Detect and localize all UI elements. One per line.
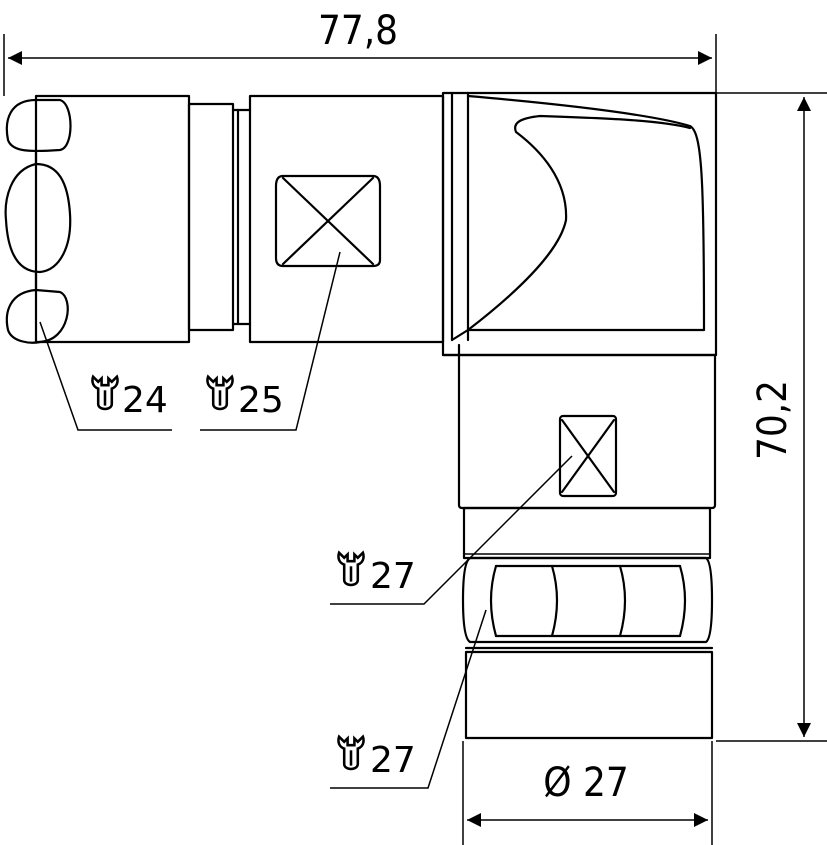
left-coupling-nut xyxy=(4,94,191,344)
lower-neck xyxy=(462,506,712,560)
leader-lines xyxy=(39,251,573,789)
callout-body-bottom: 27 xyxy=(337,551,416,597)
callout-nut-left: 24 xyxy=(91,375,168,421)
width-dimension: 77,8 xyxy=(3,8,717,96)
height-label: 70,2 xyxy=(750,380,796,460)
diameter-dimension: Ø 27 xyxy=(462,741,713,845)
height-dimension: 70,2 xyxy=(716,92,827,742)
threaded-neck xyxy=(187,102,252,332)
wrench-icon xyxy=(337,551,365,587)
wrench-size-24: 24 xyxy=(122,380,168,421)
width-label: 77,8 xyxy=(318,8,398,54)
wrench-icon xyxy=(91,375,119,411)
bottom-sleeve xyxy=(464,646,714,740)
wrench-size-27-nut: 27 xyxy=(370,740,416,781)
vertical-body xyxy=(457,343,717,510)
horizontal-body xyxy=(248,94,445,344)
wrench-size-27-body: 27 xyxy=(370,556,416,597)
angled-housing xyxy=(441,91,718,357)
wrench-icon xyxy=(337,735,365,771)
wrench-icon xyxy=(206,375,234,411)
diameter-label: Ø 27 xyxy=(543,760,629,806)
hex-nut xyxy=(461,556,714,644)
callout-nut-bottom: 27 xyxy=(337,735,416,781)
wrench-size-25: 25 xyxy=(238,380,284,421)
callout-body-left: 25 xyxy=(206,375,284,421)
